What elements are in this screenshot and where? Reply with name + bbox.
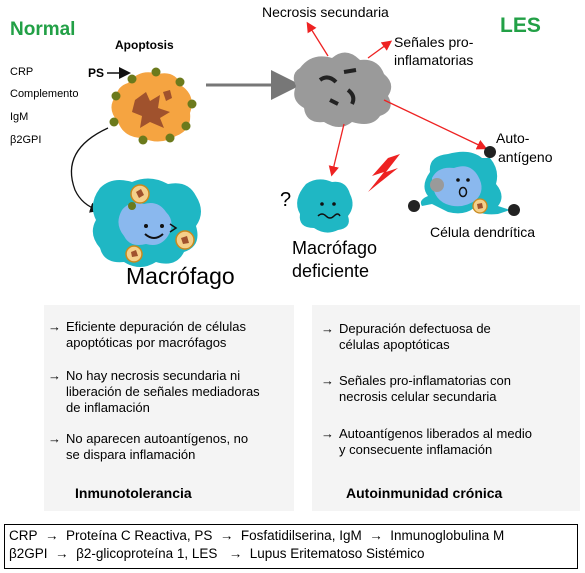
les-title: LES (500, 14, 541, 37)
dendritic-cell-label: Célula dendrítica (430, 224, 536, 240)
normal-title: Normal (10, 19, 76, 40)
right-arrow-icon: → (55, 546, 69, 561)
diagram-canvas (70, 21, 520, 267)
right-panel (312, 305, 580, 511)
macrophage-deficient (297, 179, 353, 233)
arrow-to-autoantigen (383, 99, 488, 150)
right-arrow-icon: → (321, 373, 334, 388)
right-arrow-icon: → (228, 546, 243, 561)
engulf-arrow (70, 127, 109, 213)
right-arrow-icon: → (321, 426, 334, 441)
factor-crp: CRP (10, 66, 34, 78)
abbreviation-legend: CRP → Proteína C Reactiva, PS → Fosfatid… (4, 524, 578, 569)
factor-complement: Complemento (10, 88, 79, 100)
arrow-to-deficient (328, 123, 345, 177)
factor-b2gpi: β2GPI (10, 134, 42, 146)
right-arrow-icon: → (48, 319, 61, 334)
legend-line-2: β2GPI → β2-glicoproteína 1, LES → Lupus … (9, 546, 425, 561)
right-arrow-icon: → (321, 321, 334, 336)
macrophage-normal (92, 178, 201, 267)
secondary-necrosis-label: Necrosis secundaria (262, 4, 389, 20)
necrotic-cell (293, 52, 392, 127)
apoptotic-cell (109, 67, 197, 145)
right-arrow-icon: → (369, 528, 383, 543)
right-arrow-icon: → (45, 528, 59, 543)
arrow-to-necrosis (306, 21, 329, 57)
apoptosis-label: Apoptosis (115, 38, 174, 52)
autoantigen-label-line2: antígeno (498, 149, 553, 165)
right-arrow-icon: → (48, 431, 61, 446)
arrow-to-signals (367, 40, 393, 59)
signals-label-line2: inflamatorias (394, 52, 474, 68)
deficient-macrophage-line1: Macrófago (292, 238, 378, 258)
left-panel (44, 305, 294, 511)
signals-label-line1: Señales pro- (394, 34, 474, 50)
lightning-icon (368, 154, 400, 192)
left-conclusion: Inmunotolerancia (75, 485, 192, 501)
right-conclusion: Autoinmunidad crónica (346, 485, 503, 501)
question-mark: ? (280, 189, 292, 211)
macrophage-label: Macrófago (126, 263, 235, 289)
deficient-macrophage-line2: deficiente (292, 261, 370, 281)
dendritic-cell (408, 146, 520, 216)
right-arrow-icon: → (48, 368, 61, 383)
autoantigen-label-line1: Auto- (496, 130, 530, 146)
ps-label: PS (88, 66, 105, 80)
legend-line-1: CRP → Proteína C Reactiva, PS → Fosfatid… (9, 528, 505, 543)
factor-igm: IgM (10, 111, 29, 123)
right-arrow-icon: → (219, 528, 234, 543)
